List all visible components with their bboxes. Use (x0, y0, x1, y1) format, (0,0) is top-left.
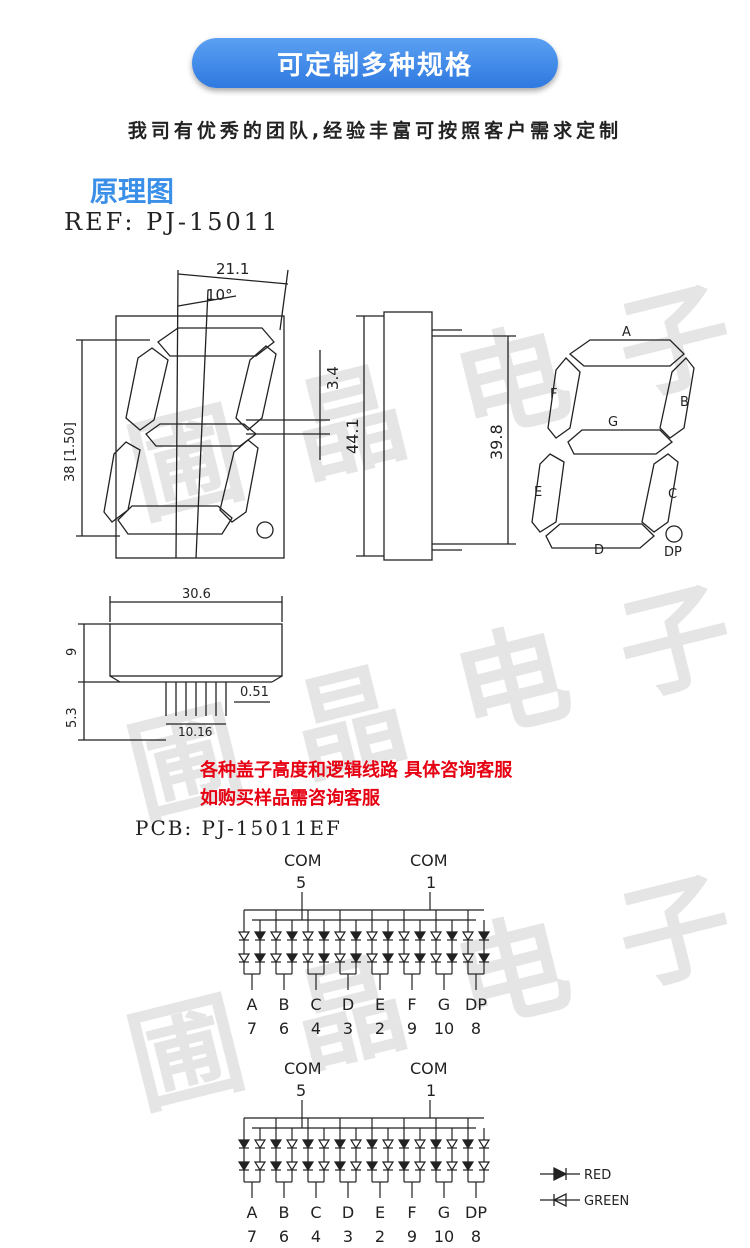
pin-label: 2 (375, 1019, 385, 1038)
dim-height: 38 [1.50] (63, 422, 78, 482)
header-banner: 可定制多种规格 (192, 38, 558, 88)
legend: RED GREEN (540, 1166, 629, 1209)
com-left-pin: 5 (296, 873, 306, 892)
segment-label: B (279, 1203, 290, 1222)
segment-label: DP (465, 995, 487, 1014)
segment-label: F (407, 1203, 416, 1222)
schematic-1: COM 5 COM 1 A 7 B 6 C 4 D 3 E 2 F 9 G 10 DP 8 (237, 851, 491, 1038)
intro-text: 我司有优秀的团队,经验丰富可按照客户需求定制 (127, 120, 623, 142)
com-right-label: COM (410, 851, 448, 870)
pin-label: 6 (279, 1227, 289, 1246)
pin-label: 8 (471, 1227, 481, 1246)
dim-bottom-height: 9 (65, 648, 80, 656)
pin-label: 10 (434, 1227, 454, 1246)
com-left-label: COM (284, 1059, 322, 1078)
seg-label-b: B (680, 395, 689, 410)
segment-label: A (247, 995, 258, 1014)
pin-label: 4 (311, 1227, 321, 1246)
segment-label: D (342, 995, 354, 1014)
dim-width: 21.1 (216, 260, 249, 278)
front-digit (103, 327, 277, 539)
bottom-outline (109, 623, 283, 677)
pin-label: 3 (343, 1019, 353, 1038)
dim-bottom-width: 30.6 (182, 587, 211, 602)
legend-green: GREEN (584, 1194, 629, 1209)
segment-label: B (279, 995, 290, 1014)
ref-label: REF: PJ-15011 (64, 208, 281, 236)
seg-label-f: F (550, 387, 557, 402)
legend-red: RED (584, 1168, 611, 1183)
seg-label-c: C (668, 487, 677, 502)
pin-label: 2 (375, 1227, 385, 1246)
section-title: 原理图 (90, 175, 175, 208)
banner-title: 可定制多种规格 (276, 50, 473, 81)
pin-label: 10 (434, 1019, 454, 1038)
schematic-2: COM 5 COM 1 A 7 B 6 C 4 D 3 E 2 F 9 G 10 DP 8 (237, 1059, 491, 1246)
pin-label: 7 (247, 1227, 257, 1246)
seg-label-a: A (622, 325, 631, 340)
com-left-label: COM (284, 851, 322, 870)
pin-label: 9 (407, 1019, 417, 1038)
pin-label: 8 (471, 1019, 481, 1038)
note-2: 如购买样品需咨询客服 (200, 788, 380, 809)
diode-array-2 (237, 1100, 491, 1198)
pcb-label: PCB: PJ-15011EF (135, 816, 342, 840)
dim-side-total: 44.1 (343, 418, 362, 454)
com-right-pin: 1 (426, 1081, 436, 1100)
dim-pin-pitch: 10.16 (178, 725, 212, 739)
segment-label: D (342, 1203, 354, 1222)
seg-label-e: E (534, 485, 542, 500)
diode-array-1 (237, 892, 491, 990)
dim-side-inner: 39.8 (487, 424, 506, 460)
segment-label: A (247, 1203, 258, 1222)
com-left-pin: 5 (296, 1081, 306, 1100)
segment-label: C (310, 995, 321, 1014)
dim-pin-length: 5.3 (65, 707, 80, 728)
seg-label-dp: DP (664, 545, 682, 560)
note-1: 各种盖子高度和逻辑线路 具体咨询客服 (200, 760, 513, 781)
dim-angle: 10° (206, 286, 233, 304)
dim-pin-dia: 0.51 (240, 685, 269, 700)
segment-label: F (407, 995, 416, 1014)
seg-label-d: D (594, 543, 604, 558)
segment-label: E (375, 995, 385, 1014)
segment-digit (531, 339, 695, 549)
pin-label: 3 (343, 1227, 353, 1246)
segment-label: C (310, 1203, 321, 1222)
pin-label: 7 (247, 1019, 257, 1038)
pin-label: 4 (311, 1019, 321, 1038)
com-right-label: COM (410, 1059, 448, 1078)
segment-label: G (438, 995, 450, 1014)
segment-label: E (375, 1203, 385, 1222)
dimension-drawing: 21.1 10° 38 [1.50] 3.4 44.1 39.8 A F B G… (63, 260, 695, 741)
com-right-pin: 1 (426, 873, 436, 892)
pin-label: 9 (407, 1227, 417, 1246)
seg-label-g: G (608, 415, 618, 430)
pin-label: 6 (279, 1019, 289, 1038)
segment-label: DP (465, 1203, 487, 1222)
segment-label: G (438, 1203, 450, 1222)
front-outline (115, 315, 285, 559)
dim-segment: 3.4 (324, 366, 342, 390)
